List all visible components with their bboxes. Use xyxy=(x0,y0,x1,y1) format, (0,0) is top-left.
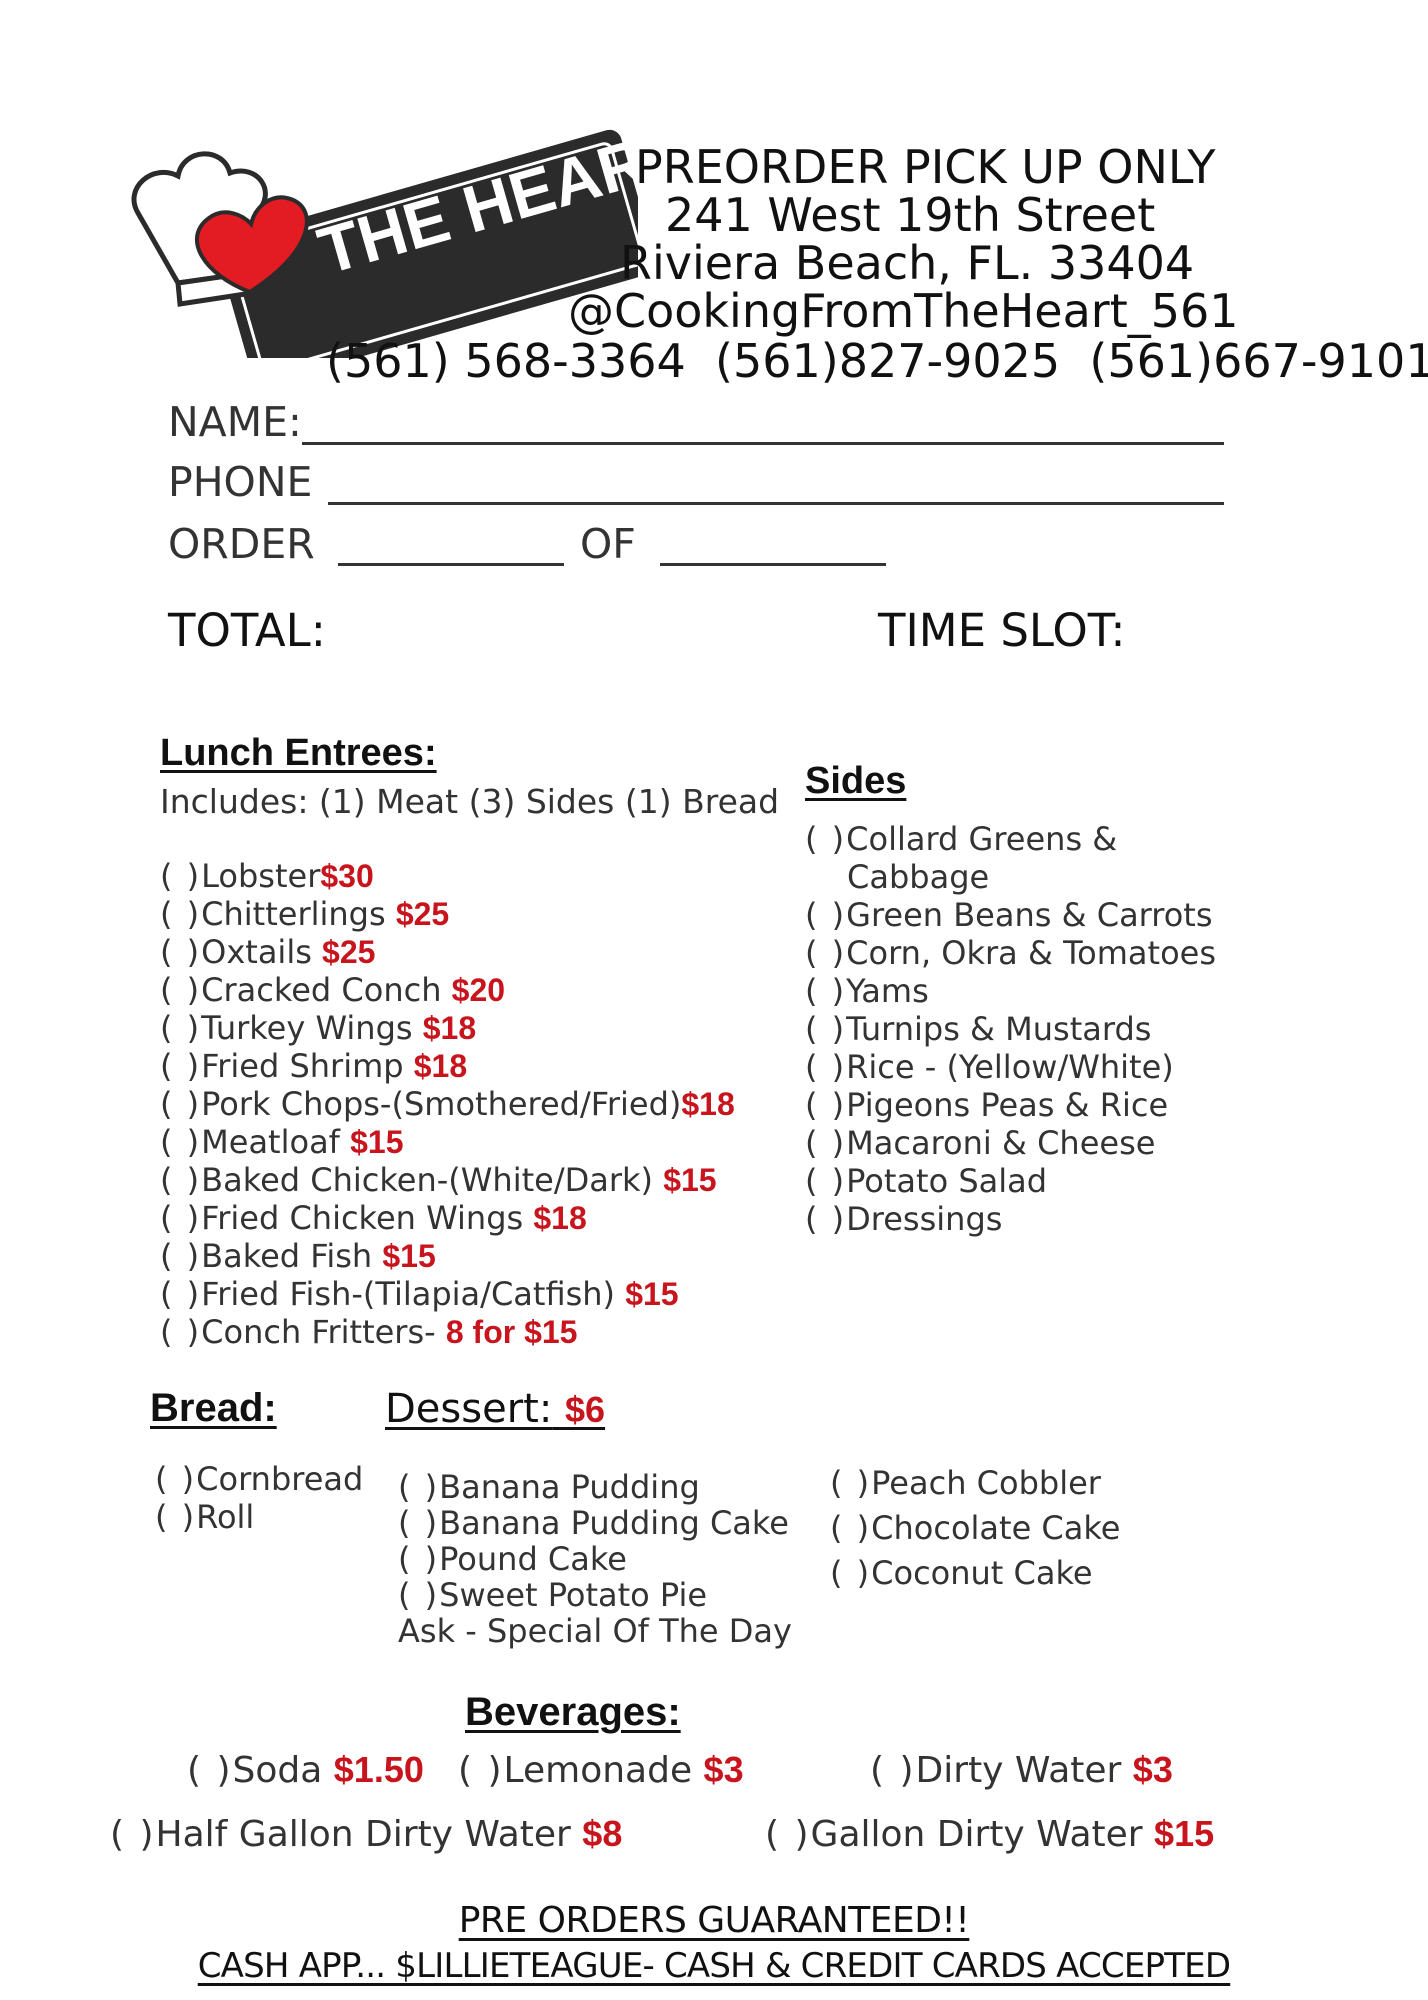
dessert-price: $6 xyxy=(565,1389,606,1430)
list-item[interactable]: ( )Pound Cake xyxy=(398,1540,627,1578)
beverage-item-gallon[interactable]: ( )Gallon Dirty Water $15 xyxy=(765,1813,1215,1855)
name-field[interactable] xyxy=(302,442,1224,445)
sides-title: Sides xyxy=(805,760,907,802)
order-label: ORDER xyxy=(168,520,315,568)
beverage-item-dirty-water[interactable]: ( )Dirty Water $3 xyxy=(870,1749,1173,1791)
beverages-title: Beverages: xyxy=(465,1690,681,1734)
list-item[interactable]: ( )Chocolate Cake xyxy=(830,1509,1121,1547)
city-address: Riviera Beach, FL. 33404 xyxy=(620,236,1195,290)
list-item[interactable]: ( )Banana Pudding xyxy=(398,1468,700,1506)
list-item[interactable]: ( )Peach Cobbler xyxy=(830,1464,1101,1502)
pickup-notice: PREORDER PICK UP ONLY xyxy=(635,140,1216,194)
list-item[interactable]: ( )Oxtails $25 xyxy=(160,933,376,971)
time-slot-label: TIME SLOT: xyxy=(878,604,1126,657)
list-item[interactable]: ( )Lobster$30 xyxy=(160,857,374,895)
heart-icon xyxy=(195,195,309,295)
list-item[interactable]: ( )Rice - (Yellow/White) xyxy=(805,1048,1174,1086)
total-label: TOTAL: xyxy=(168,604,326,657)
list-item[interactable]: ( )Fried Chicken Wings $18 xyxy=(160,1199,587,1237)
list-item[interactable]: ( )Conch Fritters- 8 for $15 xyxy=(160,1313,578,1351)
beverage-item-soda[interactable]: ( )Soda $1.50 xyxy=(187,1749,424,1791)
list-item[interactable]: ( )Yams xyxy=(805,972,929,1010)
logo-graphic xyxy=(131,129,657,385)
list-item[interactable]: ( )Chitterlings $25 xyxy=(160,895,450,933)
order-total-count-field[interactable] xyxy=(660,563,886,566)
footer-payment: CASH APP... $LILLIETEAGUE- CASH & CREDIT… xyxy=(197,1946,1231,1986)
list-item[interactable]: ( )Potato Salad xyxy=(805,1162,1048,1200)
list-item[interactable]: ( )Dressings xyxy=(805,1200,1003,1238)
bread-list: ( )Cornbread ( )Roll xyxy=(155,1460,363,1536)
dessert-list-1: ( )Banana Pudding ( )Banana Pudding Cake… xyxy=(398,1468,792,1650)
list-item[interactable]: ( )Baked Chicken-(White/Dark) $15 xyxy=(160,1161,717,1199)
phone-label: PHONE xyxy=(168,458,313,506)
list-item[interactable]: ( )Turkey Wings $18 xyxy=(160,1009,477,1047)
phone-numbers: (561) 568-3364 (561)827-9025 (561)667-91… xyxy=(326,334,1428,388)
footer-guarantee: PRE ORDERS GUARANTEED!! xyxy=(458,1900,970,1941)
list-item[interactable]: ( )Cornbread xyxy=(155,1460,364,1498)
sides-list: ( )Collard Greens & Cabbage ( )Green Bea… xyxy=(805,820,1216,1238)
lunch-entrees-list: ( )Lobster$30 ( )Chitterlings $25 ( )Oxt… xyxy=(160,857,735,1351)
list-item[interactable]: ( )Corn, Okra & Tomatoes xyxy=(805,934,1217,972)
logo: COOKING FROM THE HEART xyxy=(118,52,694,385)
list-item[interactable]: ( )Banana Pudding Cake xyxy=(398,1504,789,1542)
dessert-list-2: ( )Peach Cobbler ( )Chocolate Cake ( )Co… xyxy=(830,1464,1120,1599)
list-item[interactable]: ( )Collard Greens & xyxy=(805,820,1118,858)
list-item[interactable]: ( )Coconut Cake xyxy=(830,1554,1093,1592)
list-item[interactable]: ( )Baked Fish $15 xyxy=(160,1237,436,1275)
list-item[interactable]: ( )Pork Chops-(Smothered/Fried)$18 xyxy=(160,1085,735,1123)
list-item[interactable]: ( )Macaroni & Cheese xyxy=(805,1124,1156,1162)
social-handle: @CookingFromTheHeart_561 xyxy=(568,284,1239,338)
list-item[interactable]: ( )Green Beans & Carrots xyxy=(805,896,1213,934)
list-item[interactable]: ( )Meatloaf $15 xyxy=(160,1123,404,1161)
list-item[interactable]: ( )Turnips & Mustards xyxy=(805,1010,1152,1048)
bread-title: Bread: xyxy=(150,1386,277,1430)
phone-field[interactable] xyxy=(328,502,1224,505)
order-number-field[interactable] xyxy=(338,563,564,566)
list-item-continuation: Cabbage xyxy=(847,858,990,896)
name-label: NAME: xyxy=(168,398,302,446)
dessert-special: Ask - Special Of The Day xyxy=(398,1612,792,1650)
lunch-includes-note: Includes: (1) Meat (3) Sides (1) Bread xyxy=(160,782,780,821)
of-label: OF xyxy=(580,520,636,568)
list-item[interactable]: ( )Sweet Potato Pie xyxy=(398,1576,708,1614)
street-address: 241 West 19th Street xyxy=(665,188,1156,242)
beverage-item-lemonade[interactable]: ( )Lemonade $3 xyxy=(458,1749,744,1791)
list-item[interactable]: ( )Roll xyxy=(155,1498,255,1536)
list-item[interactable]: ( )Fried Fish-(Tilapia/Catfish) $15 xyxy=(160,1275,679,1313)
list-item[interactable]: ( )Cracked Conch $20 xyxy=(160,971,506,1009)
list-item[interactable]: ( )Fried Shrimp $18 xyxy=(160,1047,468,1085)
dessert-title: Dessert: $6 xyxy=(385,1386,605,1432)
beverage-item-half-gallon[interactable]: ( )Half Gallon Dirty Water $8 xyxy=(110,1813,623,1855)
lunch-entrees-title: Lunch Entrees: xyxy=(160,732,437,774)
dessert-title-text: Dessert: xyxy=(385,1386,553,1432)
list-item[interactable]: ( )Pigeons Peas & Rice xyxy=(805,1086,1169,1124)
